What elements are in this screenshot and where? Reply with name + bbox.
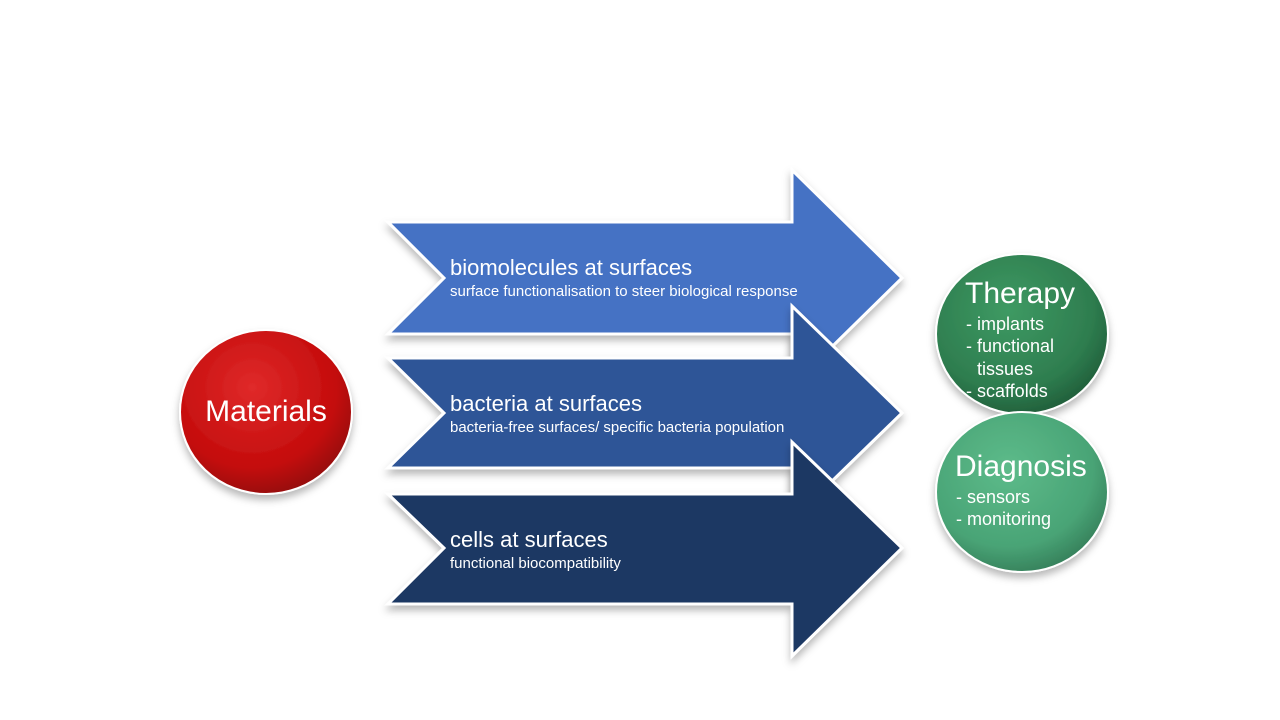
arrow-biomolecules-subtitle: surface functionalisation to steer biolo… <box>450 283 798 300</box>
arrow-cells-shape <box>384 438 905 660</box>
arrow-cells <box>384 438 905 660</box>
diagnosis-item-sensors: - sensors <box>956 487 1031 507</box>
diagnosis-circle <box>935 411 1109 573</box>
arrow-bacteria-subtitle: bacteria-free surfaces/ specific bacteri… <box>450 419 785 436</box>
therapy-title: Therapy <box>965 277 1076 310</box>
arrow-bacteria-title: bacteria at surfaces <box>450 391 642 416</box>
diagnosis-node <box>935 411 1109 573</box>
therapy-item-implants: - implants <box>966 314 1045 334</box>
therapy-item-scaffolds: - scaffolds <box>966 381 1048 401</box>
therapy-item-functional: - functional <box>966 336 1055 356</box>
materials-circle <box>179 329 353 495</box>
arrow-cells-subtitle: functional biocompatibility <box>450 555 621 572</box>
diagnosis-title: Diagnosis <box>955 450 1087 483</box>
therapy-item-tissues: tissues <box>977 359 1034 379</box>
diagnosis-item-monitoring: - monitoring <box>956 509 1052 529</box>
arrow-cells-title: cells at surfaces <box>450 527 608 552</box>
materials-label: Materials <box>205 395 327 428</box>
arrow-biomolecules-title: biomolecules at surfaces <box>450 255 693 280</box>
materials-node <box>179 329 353 495</box>
